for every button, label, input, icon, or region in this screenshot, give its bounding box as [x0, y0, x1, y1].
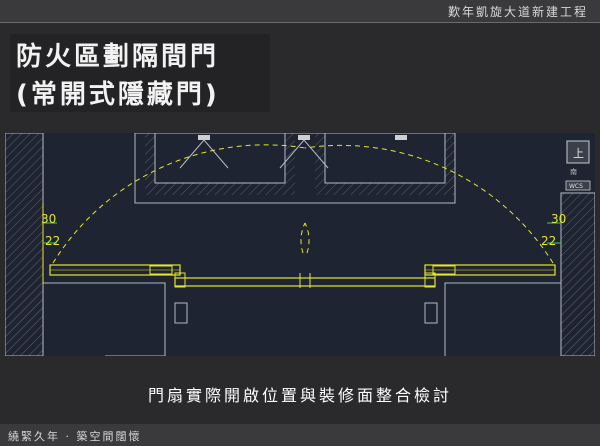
left-wall-hatch	[5, 133, 43, 356]
footer-text: 繞緊久年 · 築空間闊懷	[8, 430, 142, 443]
right-wall-hatch	[561, 193, 595, 356]
project-title: 歎年凱旋大道新建工程	[447, 5, 588, 19]
header-bar: 歎年凱旋大道新建工程	[0, 0, 600, 22]
slide-caption: 門扇實際開啟位置與裝修面整合檢討	[147, 386, 452, 405]
viewcube-face-label: 上	[573, 147, 584, 160]
door-track	[174, 277, 436, 287]
dim-label-left-2: 22	[45, 234, 60, 248]
dim-label-left-1: 30	[41, 212, 56, 226]
wcs-label: WCS	[569, 183, 583, 190]
slide-title-block: 防火區劃隔間門 (常開式隱藏門)	[10, 34, 270, 112]
cad-viewport[interactable]: 30 22 30 22 上 南 WCS	[5, 133, 595, 356]
wcs-menu-button[interactable]	[565, 180, 591, 191]
dim-label-right-1: 30	[551, 212, 566, 226]
slide-title-line1: 防火區劃隔間門	[16, 42, 220, 72]
dim-label-right-2: 22	[541, 234, 556, 248]
cad-drawing: 30 22 30 22 上 南 WCS	[5, 133, 595, 356]
footer-bar: 繞緊久年 · 築空間闊懷	[0, 424, 600, 446]
viewcube-compass-label: 南	[570, 167, 577, 176]
viewcube[interactable]: 上 南 WCS	[565, 140, 591, 191]
header-divider	[0, 22, 600, 23]
slide-title-line2: (常開式隱藏門)	[16, 80, 220, 110]
